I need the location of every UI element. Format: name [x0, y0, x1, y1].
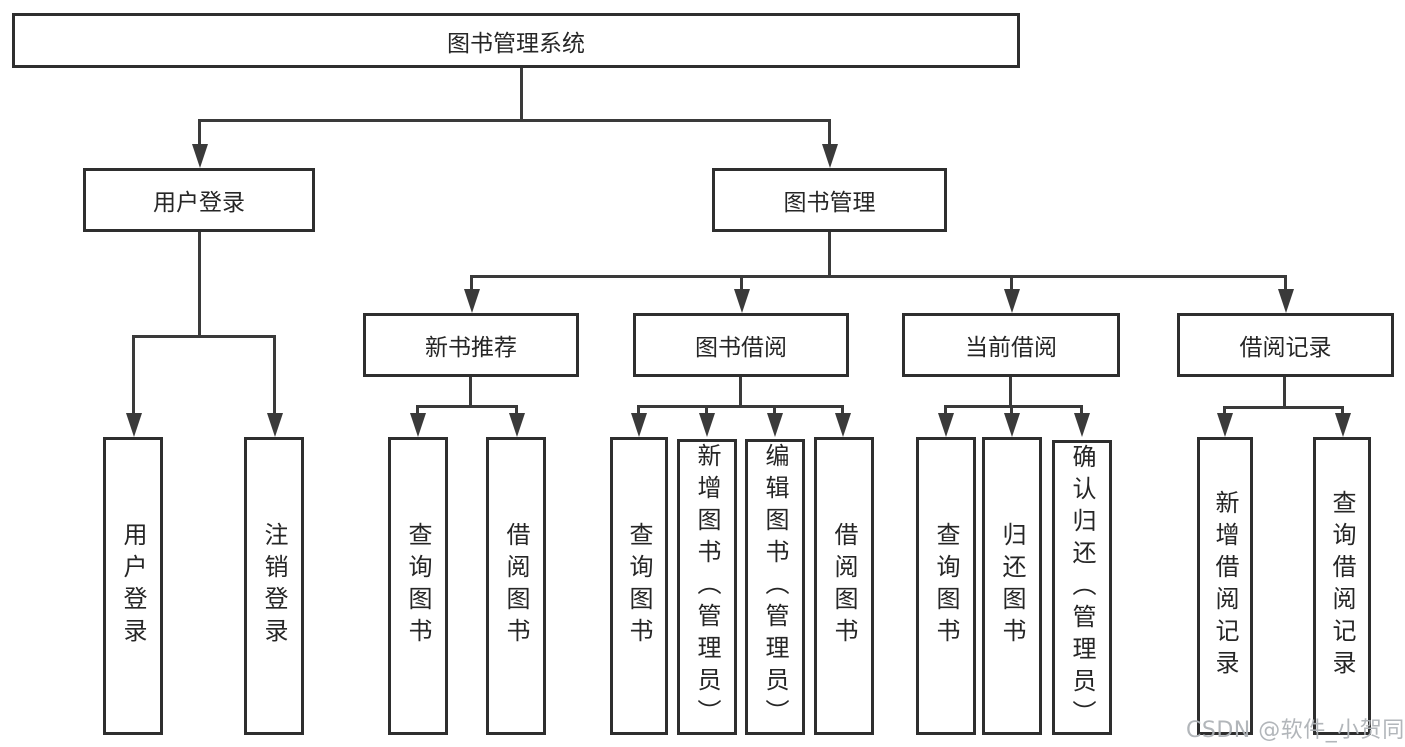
- leaf-borrow-borrow-books: 借阅图书: [814, 437, 874, 735]
- node-root: 图书管理系统: [12, 13, 1020, 68]
- connector-line-v: [739, 377, 742, 405]
- connector-line-v: [637, 405, 640, 417]
- connector-line-v: [520, 68, 523, 119]
- connector-line-v: [416, 405, 419, 417]
- connector-arrowhead: [938, 413, 954, 437]
- connector-arrowhead: [822, 144, 838, 168]
- connector-line-v: [198, 119, 201, 147]
- leaf-current-return-books: 归还图书: [982, 437, 1042, 735]
- connector-line-h: [470, 275, 1287, 278]
- leaf-logout: 注销登录: [244, 437, 304, 735]
- leaf-records-add-record-label: 新增借阅记录: [1211, 490, 1239, 682]
- connector-arrowhead: [1074, 413, 1090, 437]
- connector-line-v: [705, 405, 708, 417]
- node-book-borrow: 图书借阅: [633, 313, 849, 377]
- connector-line-v: [273, 335, 276, 417]
- connector-arrowhead: [699, 413, 715, 437]
- connector-line-v: [132, 335, 135, 417]
- leaf-records-query-record: 查询借阅记录: [1313, 437, 1371, 735]
- connector-line-v: [1080, 405, 1083, 417]
- connector-line-h: [416, 405, 518, 408]
- connector-line-v: [944, 405, 947, 417]
- connector-arrowhead: [267, 413, 283, 437]
- connector-line-h: [198, 119, 831, 122]
- leaf-borrow-query-books: 查询图书: [610, 437, 668, 735]
- leaf-newbooks-query-books-label: 查询图书: [404, 522, 432, 650]
- connector-line-v: [469, 377, 472, 405]
- connector-line-h: [132, 335, 276, 338]
- connector-line-h: [637, 405, 844, 408]
- leaf-user-login: 用户登录: [103, 437, 163, 735]
- leaf-borrow-edit-books-admin: 编辑图书（管理员）: [745, 439, 805, 735]
- connector-arrowhead: [1004, 289, 1020, 313]
- node-book-mgmt: 图书管理: [712, 168, 947, 232]
- leaf-newbooks-borrow-books: 借阅图书: [486, 437, 546, 735]
- connector-line-v: [1284, 275, 1287, 293]
- connector-arrowhead: [1004, 413, 1020, 437]
- connector-line-v: [515, 405, 518, 417]
- leaf-logout-label: 注销登录: [260, 522, 288, 650]
- connector-line-v: [740, 275, 743, 293]
- leaf-newbooks-borrow-books-label: 借阅图书: [502, 522, 530, 650]
- leaf-records-query-record-label: 查询借阅记录: [1328, 490, 1356, 682]
- leaf-borrow-add-books-admin-label: 新增图书（管理员）: [693, 443, 721, 731]
- connector-arrowhead: [509, 413, 525, 437]
- connector-line-v: [198, 232, 201, 336]
- connector-arrowhead: [1217, 413, 1233, 437]
- leaf-current-confirm-return-admin-label: 确认归还（管理员）: [1068, 443, 1096, 732]
- connector-line-v: [470, 275, 473, 293]
- connector-arrowhead: [835, 413, 851, 437]
- connector-line-v: [1341, 406, 1344, 417]
- leaf-user-login-label: 用户登录: [119, 522, 147, 650]
- leaf-current-confirm-return-admin: 确认归还（管理员）: [1052, 440, 1112, 735]
- leaf-current-query-books: 查询图书: [916, 437, 976, 735]
- connector-arrowhead: [734, 289, 750, 313]
- connector-line-v: [1223, 406, 1226, 417]
- connector-arrowhead: [631, 413, 647, 437]
- csdn-watermark: CSDN @软件_小贺同学: [1186, 718, 1405, 743]
- connector-line-v: [1010, 275, 1013, 293]
- connector-line-v: [1283, 377, 1286, 406]
- connector-arrowhead: [192, 144, 208, 168]
- connector-line-h: [944, 405, 1083, 408]
- connector-line-v: [773, 405, 776, 417]
- node-borrow-records: 借阅记录: [1177, 313, 1394, 377]
- connector-arrowhead: [126, 413, 142, 437]
- connector-arrowhead: [1335, 413, 1351, 437]
- leaf-current-return-books-label: 归还图书: [998, 522, 1026, 650]
- connector-line-v: [828, 119, 831, 147]
- leaf-borrow-add-books-admin: 新增图书（管理员）: [677, 439, 737, 735]
- node-current-borrow: 当前借阅: [902, 313, 1120, 377]
- node-new-books: 新书推荐: [363, 313, 579, 377]
- connector-arrowhead: [464, 289, 480, 313]
- node-user-login: 用户登录: [83, 168, 315, 232]
- connector-line-v: [841, 405, 844, 417]
- connector-line-v: [1010, 405, 1013, 417]
- leaf-newbooks-query-books: 查询图书: [388, 437, 448, 735]
- connector-line-v: [828, 232, 831, 275]
- leaf-borrow-edit-books-admin-label: 编辑图书（管理员）: [761, 443, 789, 731]
- leaf-current-query-books-label: 查询图书: [932, 522, 960, 650]
- connector-line-v: [1009, 377, 1012, 405]
- connector-arrowhead: [410, 413, 426, 437]
- connector-arrowhead: [1278, 289, 1294, 313]
- leaf-borrow-borrow-books-label: 借阅图书: [830, 522, 858, 650]
- connector-arrowhead: [767, 413, 783, 437]
- leaf-records-add-record: 新增借阅记录: [1197, 437, 1253, 735]
- leaf-borrow-query-books-label: 查询图书: [625, 522, 653, 650]
- connector-line-h: [1223, 406, 1344, 409]
